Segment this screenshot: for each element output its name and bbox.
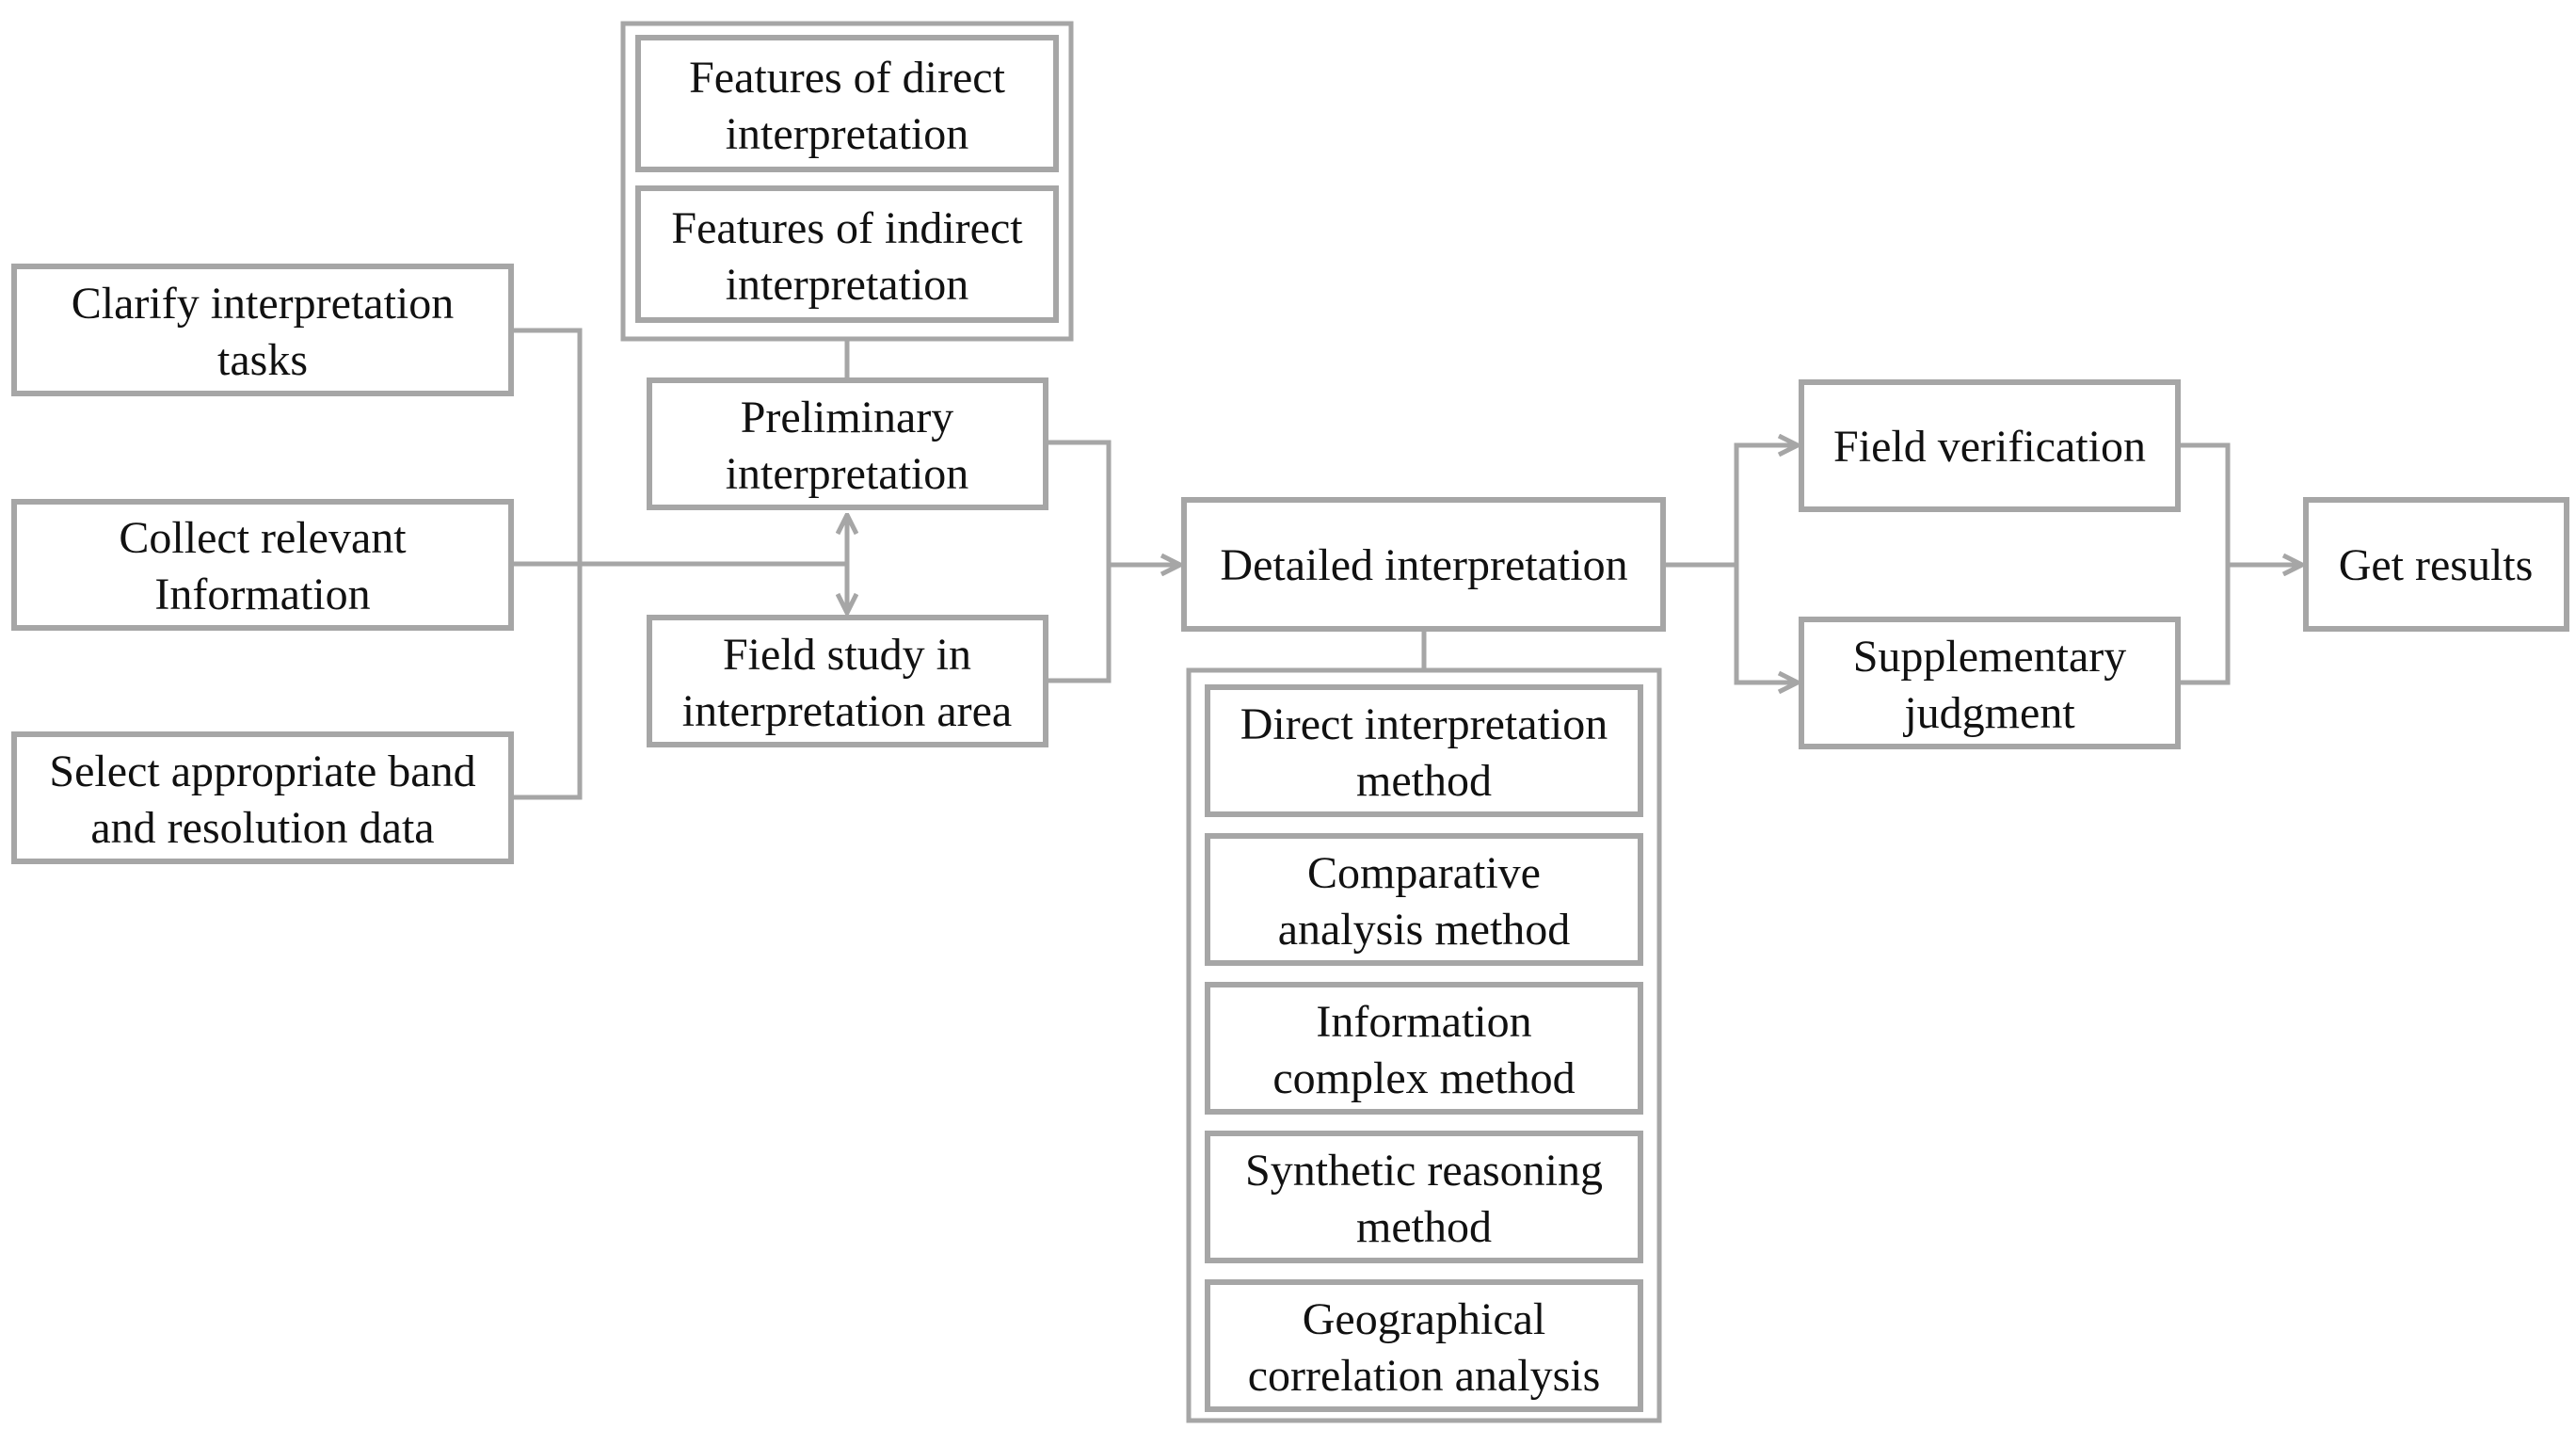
box-get-results: Get results <box>2303 497 2569 632</box>
box-text-line: and resolution data <box>90 803 434 853</box>
box-text-line: Supplementary <box>1853 632 2127 682</box>
box-text-line: Clarify interpretation <box>72 279 455 329</box>
connector-to-supplementary <box>1734 565 1798 682</box>
box-information-complex-method: Information complex method <box>1205 982 1643 1115</box>
box-detailed-interpretation: Detailed interpretation <box>1181 497 1666 632</box>
box-text-line: Select appropriate band <box>49 747 475 796</box>
box-collect-relevant-information: Collect relevant Information <box>11 499 514 631</box>
box-preliminary-interpretation: Preliminary interpretation <box>647 377 1048 510</box>
box-text-line: Information <box>154 570 370 619</box>
box-features-indirect-interpretation: Features of indirect interpretation <box>635 185 1059 323</box>
box-text-line: Features of indirect <box>671 203 1023 253</box>
box-text-line: Features of direct <box>689 53 1006 103</box>
box-text-line: Direct interpretation <box>1240 699 1608 749</box>
box-text-line: Get results <box>2339 540 2534 590</box>
box-supplementary-judgment: Supplementary judgment <box>1799 617 2181 749</box>
box-text-line: analysis method <box>1278 905 1571 955</box>
box-clarify-interpretation-tasks: Clarify interpretation tasks <box>11 264 514 396</box>
connector-to-field-verification <box>1734 445 1798 565</box>
box-text-line: Information <box>1316 997 1531 1047</box>
box-text-line: interpretation area <box>682 686 1012 736</box>
connector-verification-supplementary-bracket <box>2178 442 2231 685</box>
box-text-line: Geographical <box>1303 1294 1546 1344</box>
box-text-line: Synthetic reasoning <box>1245 1146 1603 1196</box>
box-geographical-correlation-analysis: Geographical correlation analysis <box>1205 1279 1643 1412</box>
box-text-line: interpretation <box>726 260 969 310</box>
box-features-direct-interpretation: Features of direct interpretation <box>635 35 1059 172</box>
box-text-line: Detailed interpretation <box>1220 540 1627 590</box>
box-select-band-resolution: Select appropriate band and resolution d… <box>11 731 514 864</box>
box-text-line: correlation analysis <box>1248 1351 1601 1401</box>
connector-preliminary-field-bracket <box>1046 440 1112 683</box>
box-text-line: method <box>1356 756 1492 806</box>
box-direct-interpretation-method: Direct interpretation method <box>1205 684 1643 817</box>
box-text-line: Comparative <box>1307 848 1541 898</box>
box-text-line: complex method <box>1272 1053 1575 1103</box>
box-field-verification: Field verification <box>1799 379 2181 512</box>
box-text-line: Field study in <box>723 630 971 680</box>
box-text-line: Field verification <box>1833 422 2146 472</box>
box-comparative-analysis-method: Comparative analysis method <box>1205 833 1643 966</box>
box-text-line: Collect relevant <box>119 513 407 563</box>
box-text-line: judgment <box>1902 688 2075 738</box>
box-text-line: tasks <box>217 335 308 385</box>
box-text-line: interpretation <box>726 109 969 159</box>
box-text-line: interpretation <box>726 449 969 499</box>
box-text-line: Preliminary <box>741 393 954 442</box>
box-text-line: method <box>1356 1202 1492 1252</box>
box-synthetic-reasoning-method: Synthetic reasoning method <box>1205 1131 1643 1263</box>
box-field-study: Field study in interpretation area <box>647 615 1048 747</box>
